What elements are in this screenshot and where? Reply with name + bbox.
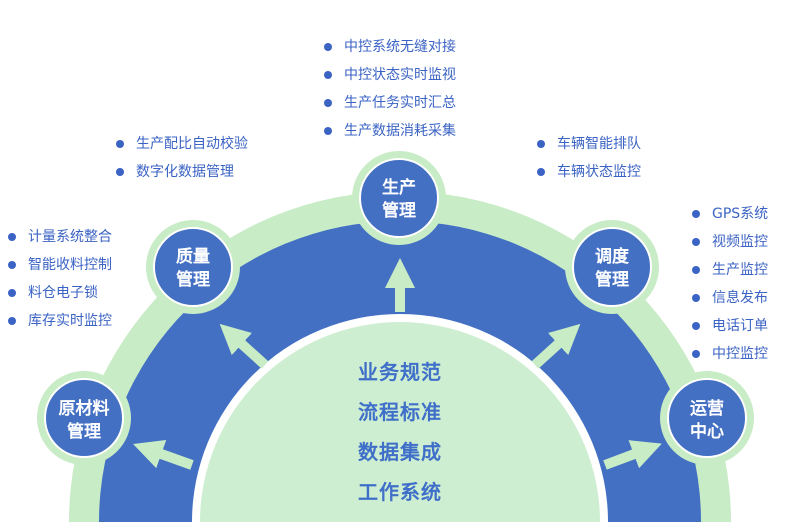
arrow-to-material <box>133 439 194 470</box>
node-production: 生产 管理 <box>352 151 446 245</box>
node-quality-line2: 管理 <box>176 269 210 290</box>
arrow-to-dispatch <box>531 323 581 369</box>
center-line-3: 数据集成 <box>358 440 442 464</box>
list-item: 生产数据消耗采集 <box>322 117 456 145</box>
node-dispatch-line2: 管理 <box>595 269 629 290</box>
operation-feature-list: GPS系统 视频监控 生产监控 信息发布 电话订单 中控监控 <box>690 200 768 368</box>
center-line-2: 流程标准 <box>358 400 442 424</box>
node-material: 原材料 管理 <box>37 371 131 465</box>
list-item: 车辆状态监控 <box>535 158 641 186</box>
arrow-to-operation <box>603 440 662 470</box>
arrow-to-quality <box>219 323 269 369</box>
node-production-line1: 生产 <box>382 177 416 198</box>
node-dispatch-line1: 调度 <box>595 246 630 267</box>
node-operation-line1: 运营 <box>690 398 724 419</box>
list-item: 生产配比自动校验 <box>114 130 248 158</box>
center-line-1: 业务规范 <box>358 360 442 384</box>
node-operation: 运营 中心 <box>660 371 754 465</box>
list-item: 库存实时监控 <box>6 307 112 335</box>
center-line-4: 工作系统 <box>358 480 442 504</box>
list-item: 视频监控 <box>690 228 768 256</box>
production-feature-list: 中控系统无缝对接 中控状态实时监视 生产任务实时汇总 生产数据消耗采集 <box>322 33 456 145</box>
node-dispatch: 调度 管理 <box>565 220 659 314</box>
list-item: 料仓电子锁 <box>6 279 112 307</box>
list-item: 信息发布 <box>690 284 768 312</box>
list-item: GPS系统 <box>690 200 768 228</box>
list-item: 生产任务实时汇总 <box>322 89 456 117</box>
quality-feature-list: 生产配比自动校验 数字化数据管理 <box>114 130 248 186</box>
list-item: 计量系统整合 <box>6 223 112 251</box>
list-item: 电话订单 <box>690 312 768 340</box>
node-production-line2: 管理 <box>382 200 416 221</box>
list-item: 智能收料控制 <box>6 251 112 279</box>
core <box>200 322 600 522</box>
node-quality-line1: 质量 <box>176 246 210 267</box>
list-item: 中控系统无缝对接 <box>322 33 456 61</box>
material-feature-list: 计量系统整合 智能收料控制 料仓电子锁 库存实时监控 <box>6 223 112 335</box>
node-material-line1: 原材料 <box>59 398 110 419</box>
list-item: 中控监控 <box>690 340 768 368</box>
list-item: 数字化数据管理 <box>114 158 248 186</box>
list-item: 中控状态实时监视 <box>322 61 456 89</box>
dispatch-feature-list: 车辆智能排队 车辆状态监控 <box>535 130 641 186</box>
node-quality: 质量 管理 <box>146 220 240 314</box>
list-item: 车辆智能排队 <box>535 130 641 158</box>
list-item: 生产监控 <box>690 256 768 284</box>
node-operation-line2: 中心 <box>690 421 724 442</box>
node-material-line2: 管理 <box>67 421 101 442</box>
